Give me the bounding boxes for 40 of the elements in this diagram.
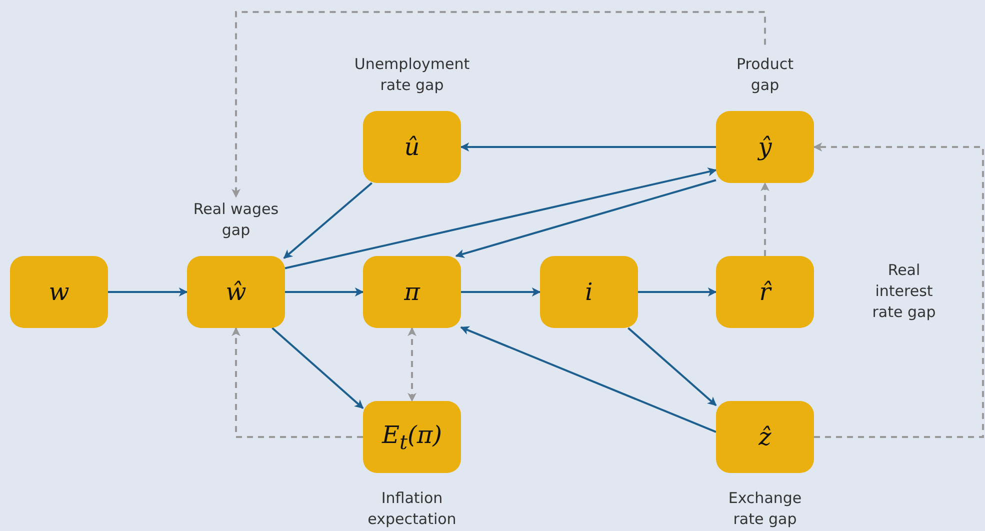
arrow xyxy=(628,327,717,406)
variable-box xyxy=(363,111,461,183)
arrow xyxy=(638,288,717,296)
node-caption: Unemployment rate gap xyxy=(353,54,471,96)
arrow xyxy=(284,167,717,270)
variable-symbol: ŵ xyxy=(226,278,246,306)
variable-symbol: i xyxy=(585,278,593,306)
arrow xyxy=(460,142,716,152)
dashed-arrow xyxy=(408,327,416,402)
arrow xyxy=(455,179,716,258)
variable-box xyxy=(363,256,461,328)
arrow xyxy=(108,288,188,296)
variable-symbol: û xyxy=(404,133,420,161)
variable-box xyxy=(187,256,285,328)
dashed-arrow xyxy=(232,327,363,438)
arrow xyxy=(283,182,372,259)
variable-symbol: ẑ xyxy=(758,423,772,451)
variable-symbol: w xyxy=(48,278,70,306)
dashed-arrow xyxy=(813,142,984,438)
variable-box xyxy=(540,256,638,328)
arrow xyxy=(285,288,364,296)
arrow xyxy=(461,288,541,296)
variable-symbol: π xyxy=(404,278,420,306)
variable-box xyxy=(363,401,461,473)
node-caption: Inflation expectation xyxy=(366,488,458,530)
variable-box xyxy=(716,401,814,473)
node-caption: Exchange rate gap xyxy=(727,488,803,530)
variable-box xyxy=(716,256,814,328)
variable-symbol: r̂ xyxy=(759,278,771,306)
variable-symbol: ŷ xyxy=(758,133,772,161)
node-caption: Real wages gap xyxy=(192,199,280,241)
arrow xyxy=(272,327,364,409)
variable-box xyxy=(10,256,108,328)
dashed-arrow xyxy=(232,11,766,198)
node-caption: Real interest rate gap xyxy=(871,260,937,323)
dashed-arrow xyxy=(760,182,770,256)
node-caption: Product gap xyxy=(736,54,794,96)
arrow xyxy=(460,326,716,433)
variable-symbol: E$_{t}$(π) xyxy=(382,420,442,454)
variable-box xyxy=(716,111,814,183)
